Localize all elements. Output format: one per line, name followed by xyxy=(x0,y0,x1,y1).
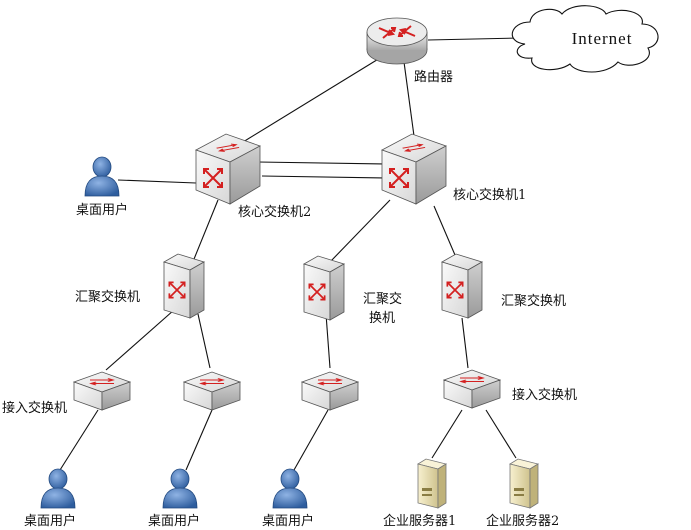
access-switch-icon xyxy=(444,370,500,408)
link-core1-agg3 xyxy=(433,205,459,263)
link-router-core1 xyxy=(403,61,415,137)
aggregation-switch-icon xyxy=(304,256,344,320)
access-switch-icon xyxy=(302,372,358,410)
link-access4-server2 xyxy=(485,409,517,459)
aggregation-switch-icon xyxy=(442,254,482,318)
aggregation-switch-2-label-line2: 换机 xyxy=(369,311,395,326)
link-agg1-access2 xyxy=(197,313,211,369)
link-core2-core1-b xyxy=(261,175,387,179)
access-switch-4 xyxy=(444,370,500,408)
aggregation-switch-1-label: 汇聚交换机 xyxy=(75,289,140,305)
server-2-label: 企业服务器2 xyxy=(486,513,559,529)
access-switch-2 xyxy=(184,372,240,410)
core-switch-1-label: 核心交换机1 xyxy=(453,187,526,203)
link-access1-user xyxy=(59,409,99,471)
link-agg2-access3 xyxy=(325,313,331,369)
user-1-label: 桌面用户 xyxy=(24,513,76,529)
access-switch-1 xyxy=(74,372,130,410)
link-access4-server1 xyxy=(431,409,463,459)
server-icon xyxy=(417,458,447,509)
core-switch-2-label: 核心交换机2 xyxy=(238,204,311,220)
user-2-label: 桌面用户 xyxy=(148,513,200,529)
link-agg3-access4 xyxy=(461,317,469,369)
router-label: 路由器 xyxy=(414,69,453,85)
link-core2-core1-a xyxy=(257,161,385,165)
server-icon xyxy=(509,458,539,509)
aggregation-switch-2-label-line1: 汇聚交 xyxy=(363,291,402,307)
core-switch-icon xyxy=(196,134,260,204)
access-switch-4-label: 接入交换机 xyxy=(512,387,577,403)
link-access2-user xyxy=(185,409,213,471)
user-3-label: 桌面用户 xyxy=(262,513,314,529)
core-switch-icon xyxy=(382,134,446,204)
link-core1-agg2 xyxy=(329,199,391,263)
cloud-icon xyxy=(511,5,659,73)
aggregation-switch-2 xyxy=(304,256,344,320)
network-links xyxy=(59,37,521,471)
aggregation-switch-icon xyxy=(164,254,204,318)
desktop-user-icon xyxy=(272,468,308,509)
link-router-internet xyxy=(427,37,521,41)
router-icon xyxy=(366,17,428,65)
server-1-label: 企业服务器1 xyxy=(383,513,456,529)
access-switch-icon xyxy=(74,372,130,410)
aggregation-switch-1 xyxy=(164,254,204,318)
aggregation-switch-3-label: 汇聚交换机 xyxy=(501,293,566,309)
link-router-core2 xyxy=(229,57,381,151)
link-core2-agg1 xyxy=(191,199,219,265)
desktop-user-icon xyxy=(84,156,120,197)
aggregation-switch-3 xyxy=(442,254,482,318)
core-switch-2 xyxy=(196,134,260,204)
link-access3-user xyxy=(293,409,329,471)
link-agg1-access1 xyxy=(105,309,175,371)
access-switch-3 xyxy=(302,372,358,410)
internet-label: Internet xyxy=(572,29,633,48)
access-switch-1-label: 接入交换机 xyxy=(2,400,67,416)
user-core-label: 桌面用户 xyxy=(76,202,128,218)
access-switch-icon xyxy=(184,372,240,410)
core-switch-1 xyxy=(382,134,446,204)
desktop-user-icon xyxy=(40,468,76,509)
link-core2-user xyxy=(117,179,197,184)
desktop-user-icon xyxy=(162,468,198,509)
